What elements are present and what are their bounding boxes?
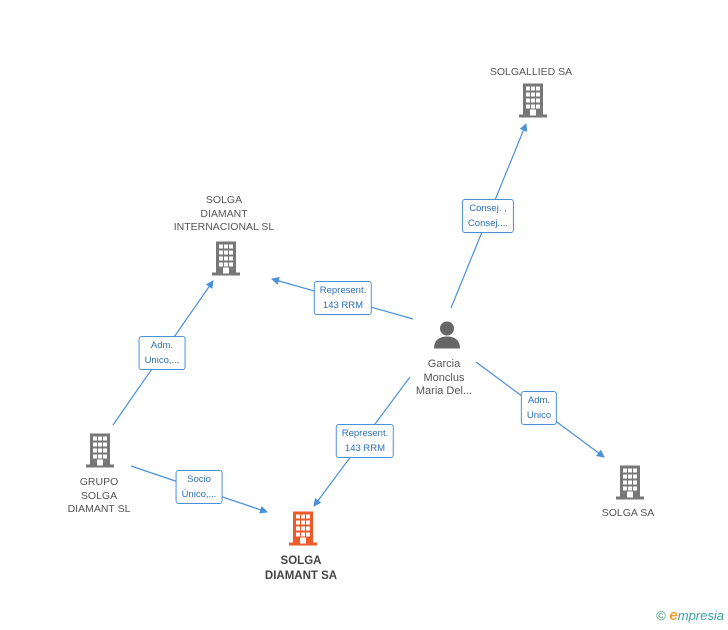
relation-label-administrador[interactable]: Adm. Unico <box>520 391 558 425</box>
brand-logo-text: mpresia <box>677 608 724 623</box>
relation-label-representante[interactable]: Represent. 143 RRM <box>335 424 395 458</box>
node-label-line: SOLGA <box>205 194 243 206</box>
node-label-line: DIAMANT SA <box>264 570 338 582</box>
building-icon[interactable] <box>84 433 116 473</box>
person-icon[interactable] <box>432 320 462 355</box>
node-label-line: DIAMANT SL <box>67 503 131 515</box>
node-label-line: SOLGA <box>80 489 118 502</box>
node-label-line: Monclus <box>423 371 465 384</box>
relation-label-administrador[interactable]: Adm. Unico,... <box>138 336 186 370</box>
node-label-line: Maria Del... <box>415 385 473 397</box>
node-label-line: DIAMANT <box>200 207 248 220</box>
node-label-line: INTERNACIONAL SL <box>173 221 275 233</box>
relation-label-line: Adm. <box>150 340 174 351</box>
node-label-line: SOLGA <box>280 555 322 567</box>
node-label-line: GRUPO <box>79 476 119 488</box>
building-icon[interactable] <box>210 241 242 281</box>
relation-label-line: 143 RRM <box>344 443 386 454</box>
building-icon[interactable] <box>614 465 646 505</box>
node-label-solgallied[interactable]: SOLGALLIED SA <box>490 66 572 80</box>
relation-label-line: 143 RRM <box>322 300 364 311</box>
node-label-line: SOLGALLIED SA <box>489 66 573 78</box>
node-label-solga-diamant-sa[interactable]: SOLGA DIAMANT SA <box>265 554 337 584</box>
copyright-icon: © <box>656 608 666 623</box>
node-label-grupo-solga-diamant[interactable]: GRUPO SOLGA DIAMANT SL <box>68 476 131 517</box>
relation-label-line: Consej. , <box>469 203 507 214</box>
relation-label-line: Único,... <box>181 489 217 500</box>
relation-label-line: Represent. <box>319 285 367 296</box>
building-icon[interactable] <box>517 83 549 123</box>
relation-label-representante[interactable]: Represent. 143 RRM <box>313 281 373 315</box>
relation-label-socio[interactable]: Socio Único,... <box>175 470 223 504</box>
brand-footer: © empresia <box>656 607 724 624</box>
relation-label-consejero[interactable]: Consej. , Consej.... <box>461 199 515 233</box>
brand-logo-initial: e <box>669 607 678 624</box>
node-label-line: Garcia <box>427 358 461 370</box>
relation-label-line: Consej.... <box>467 218 509 229</box>
relation-label-line: Socio <box>187 474 211 485</box>
relation-label-line: Unico,... <box>144 355 180 366</box>
relation-label-line: Adm. <box>527 395 551 406</box>
relation-label-line: Unico <box>526 410 552 421</box>
node-label-garcia[interactable]: Garcia Monclus Maria Del... <box>416 358 472 399</box>
node-label-line: SOLGA SA <box>601 507 655 519</box>
node-label-solga-sa[interactable]: SOLGA SA <box>602 507 655 521</box>
node-label-solga-diamant-internacional[interactable]: SOLGA DIAMANT INTERNACIONAL SL <box>174 194 275 235</box>
building-icon[interactable] <box>287 511 319 551</box>
relation-label-line: Represent. <box>341 428 389 439</box>
